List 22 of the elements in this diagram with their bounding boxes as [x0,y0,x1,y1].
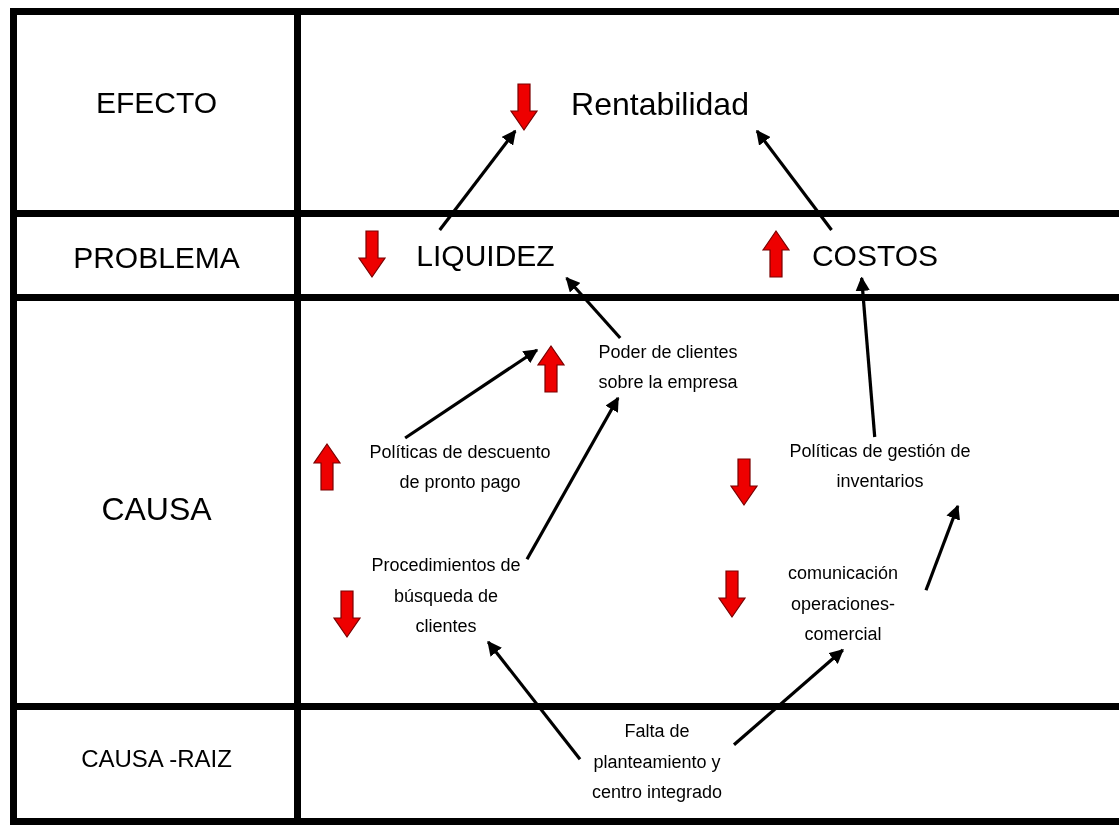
node-text: Políticas de gestión de inventarios [788,440,972,493]
row-label: CAUSA [100,490,213,529]
node-text: LIQUIDEZ [415,238,556,274]
node-text: comunicación operaciones-comercial [786,562,900,647]
arrow [855,276,877,438]
arrow [525,396,620,560]
row-label: PROBLEMA [72,240,241,276]
node-text: Falta de planteamiento y centro integrado [590,720,724,805]
row-label: CAUSA -RAIZ [80,745,233,774]
node-text: COSTOS [810,238,940,274]
arrow [438,129,517,231]
node-text: Procedimientos de búsqueda de clientes [370,554,522,639]
arrow [565,276,622,340]
arrow [924,504,960,591]
arrow [404,348,539,440]
node-text: Rentabilidad [570,85,750,124]
arrow [486,640,582,761]
node-text: Políticas de descuento de pronto pago [368,441,552,494]
row-label: EFECTO [94,85,219,121]
arrow [755,129,833,231]
arrow [732,648,844,746]
node-text: Poder de clientes sobre la empresa [597,341,739,394]
